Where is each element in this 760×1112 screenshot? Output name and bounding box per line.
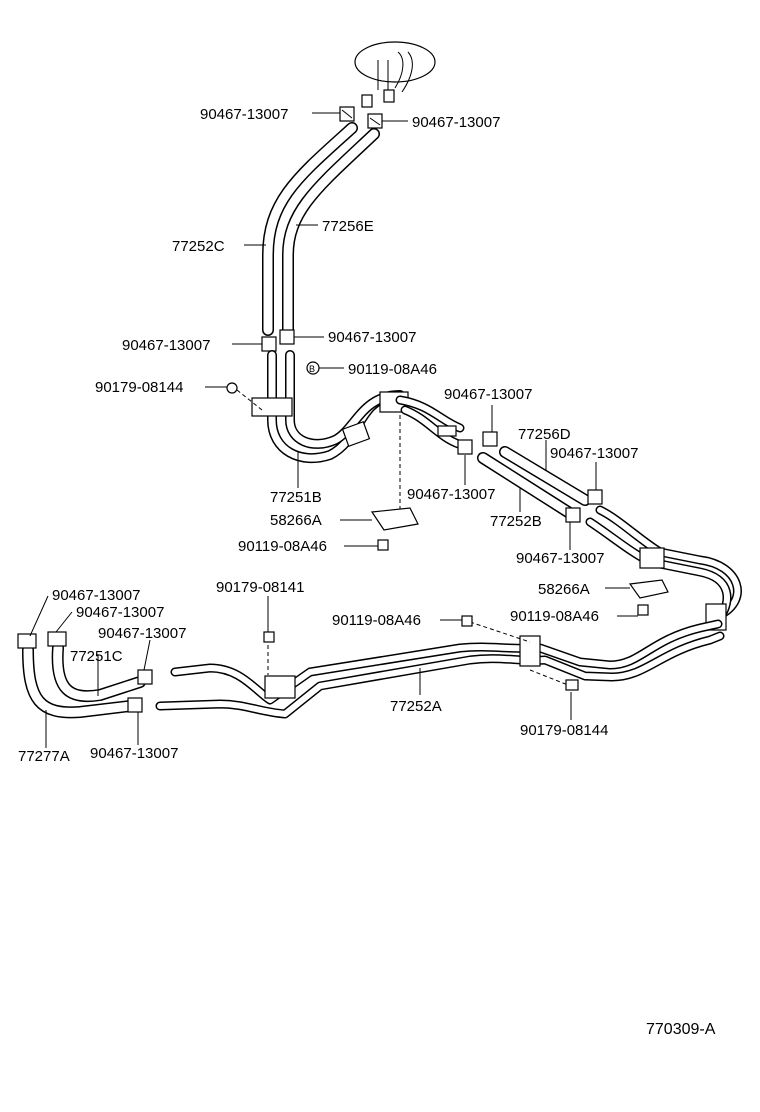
clamp-center-top-icon xyxy=(482,431,498,447)
pipe-77252A-drawing xyxy=(155,615,725,719)
bracket-58266A-icon xyxy=(370,415,419,551)
label-clamp-left-1: 90467-13007 xyxy=(52,587,140,604)
tank-fitting xyxy=(354,41,436,108)
label-hose-77256E: 77256E xyxy=(322,218,374,235)
label-clamp-left-2: 90467-13007 xyxy=(76,604,164,621)
label-clamp-center-top: 90467-13007 xyxy=(444,386,532,403)
label-clamp-top-right: 90467-13007 xyxy=(412,114,500,131)
label-clamp-mid-right: 90467-13007 xyxy=(328,329,416,346)
label-clamp-right-bottom: 90467-13007 xyxy=(516,550,604,567)
leader-lines xyxy=(29,112,638,748)
pipe-77251B-drawing xyxy=(251,350,470,464)
label-nut-90179-08141: 90179-08141 xyxy=(216,579,304,596)
nut-icon xyxy=(226,382,263,411)
hose-pair-top xyxy=(262,122,380,336)
clamp-right-bottom-icon xyxy=(565,507,581,523)
hose-pair-right xyxy=(477,446,591,518)
label-bolt-90119-c: 90119-08A46 xyxy=(510,608,599,625)
label-hose-77256D: 77256D xyxy=(518,426,571,443)
label-bolt-90119-b: 90119-08A46 xyxy=(238,538,327,555)
label-bracket-58266A-a: 58266A xyxy=(270,512,322,529)
figure-code: 770309-A xyxy=(646,1021,716,1038)
clamp-mid-right-icon xyxy=(279,329,295,345)
label-hose-77251C: 77251C xyxy=(70,648,123,665)
label-clamp-right-top: 90467-13007 xyxy=(550,445,638,462)
bolt-b-icon: B xyxy=(306,361,320,375)
label-hose-77277A: 77277A xyxy=(18,748,70,765)
label-clamp-mid-left: 90467-13007 xyxy=(122,337,210,354)
label-bolt-90119-a: 90119-08A46 xyxy=(348,361,437,378)
label-clamp-center-bottom: 90467-13007 xyxy=(407,486,495,503)
label-hose-77252B: 77252B xyxy=(490,513,542,530)
clamp-center-bottom-icon xyxy=(457,439,473,455)
left-hoses xyxy=(17,631,153,719)
clamp-mid-left-icon xyxy=(261,336,277,352)
label-clamp-left-bottom: 90467-13007 xyxy=(90,745,178,762)
svg-text:B: B xyxy=(309,364,315,374)
label-clamp-left-3: 90467-13007 xyxy=(98,625,186,642)
clamp-top-left-icon xyxy=(339,106,355,122)
label-bracket-58266A-b: 58266A xyxy=(538,581,590,598)
label-pipe-77252A: 77252A xyxy=(390,698,442,715)
right-pipe-assembly xyxy=(585,505,742,631)
label-pipe-77251B: 77251B xyxy=(270,489,322,506)
label-clamp-top-left: 90467-13007 xyxy=(200,106,288,123)
label-nut-90179-08144-a: 90179-08144 xyxy=(95,379,183,396)
label-hose-77252C: 77252C xyxy=(172,238,225,255)
clamp-right-top-icon xyxy=(587,489,603,505)
label-nut-90179-08144-b: 90179-08144 xyxy=(520,722,608,739)
clamp-top-right-icon xyxy=(367,113,383,129)
label-bolt-90119-d: 90119-08A46 xyxy=(332,612,421,629)
